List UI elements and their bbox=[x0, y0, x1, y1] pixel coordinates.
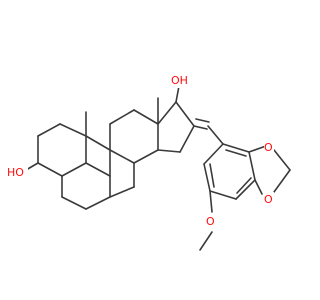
bond bbox=[37, 162, 63, 177]
bond bbox=[175, 101, 195, 127]
bond bbox=[209, 190, 213, 213]
hydroxyl-label-top: OH bbox=[171, 74, 188, 87]
bond bbox=[254, 179, 263, 195]
bond bbox=[195, 118, 210, 123]
bond bbox=[109, 109, 135, 125]
bond bbox=[273, 149, 291, 171]
bond bbox=[199, 231, 213, 251]
methoxy-oxygen-label: O bbox=[206, 215, 215, 228]
bond bbox=[109, 186, 135, 198]
bond bbox=[209, 163, 215, 188]
bond bbox=[236, 177, 252, 194]
bond bbox=[248, 145, 267, 153]
bond bbox=[193, 125, 208, 130]
bonds bbox=[25, 85, 291, 251]
bond bbox=[248, 151, 256, 181]
hydroxyl-label-left: HO bbox=[7, 166, 24, 179]
molecule-structure: OH HO O O O bbox=[6, 72, 291, 251]
bond bbox=[85, 135, 111, 151]
bond bbox=[179, 125, 195, 153]
bond bbox=[109, 149, 135, 164]
bond bbox=[235, 179, 256, 200]
bond bbox=[61, 196, 87, 210]
bond bbox=[85, 162, 111, 177]
bond bbox=[157, 101, 177, 125]
bond bbox=[203, 143, 224, 165]
bond bbox=[225, 149, 247, 157]
bond bbox=[59, 123, 87, 137]
bond bbox=[273, 169, 291, 193]
bond bbox=[133, 109, 159, 125]
bond bbox=[61, 162, 87, 177]
bond bbox=[133, 149, 159, 164]
bond bbox=[222, 143, 250, 153]
bond bbox=[209, 190, 237, 200]
bond bbox=[37, 123, 61, 137]
ring-oxygen-label-lower: O bbox=[264, 193, 273, 206]
ring-oxygen-label-upper: O bbox=[264, 141, 273, 154]
atom-labels: OH HO O O O bbox=[6, 72, 274, 228]
bond bbox=[175, 85, 180, 103]
bond bbox=[203, 163, 211, 192]
bond bbox=[85, 196, 111, 210]
bond bbox=[157, 149, 181, 153]
bond bbox=[207, 125, 224, 145]
